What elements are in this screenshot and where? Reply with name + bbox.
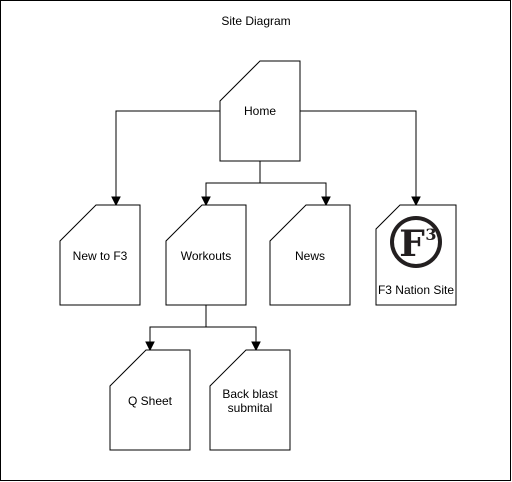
node-label-line1: Back blast	[222, 387, 278, 401]
f3-logo-icon: F 3	[390, 216, 442, 268]
logo-letter: F	[399, 223, 425, 265]
page-shape	[109, 349, 191, 451]
node-label: New to F3	[73, 249, 128, 263]
node-label: F3 Nation Site	[378, 283, 454, 297]
page-shape	[209, 349, 291, 451]
node-label: News	[295, 249, 325, 263]
arrow-head	[201, 196, 211, 207]
edges	[111, 110, 421, 352]
node-label: Workouts	[181, 249, 231, 263]
node-label-line2: submital	[228, 401, 273, 415]
node-workouts: Workouts	[165, 204, 247, 306]
edge-home-new-to-f3	[115, 110, 220, 198]
edge-workouts-back-blast	[206, 326, 257, 343]
logo-inner-disc	[394, 220, 438, 264]
page-shape	[219, 60, 301, 162]
diagram-title: Site Diagram	[221, 14, 290, 28]
edge-workouts-q-sheet	[149, 326, 206, 343]
node-label: Home	[244, 104, 276, 118]
arrow-head	[145, 341, 155, 352]
node-home: Home	[219, 60, 301, 162]
node-news: News	[269, 204, 351, 306]
logo-superscript: 3	[425, 225, 436, 244]
edge-home-f3-nation-site	[300, 110, 417, 198]
edge-home-news	[260, 182, 327, 198]
node-new-to-f3: New to F3	[59, 204, 141, 306]
page-shape	[165, 204, 247, 306]
node-label: Q Sheet	[128, 394, 173, 408]
arrow-head	[321, 196, 331, 207]
node-q-sheet: Q Sheet	[109, 349, 191, 451]
arrow-head	[111, 196, 121, 207]
page-shape	[269, 204, 351, 306]
node-f3-nation-site: F 3 F3 Nation Site	[375, 204, 457, 306]
edge-home-workouts	[205, 182, 260, 198]
arrow-head	[251, 341, 261, 352]
arrow-head	[411, 196, 421, 207]
node-back-blast-submital: Back blast submital	[209, 349, 291, 451]
page-shape	[59, 204, 141, 306]
